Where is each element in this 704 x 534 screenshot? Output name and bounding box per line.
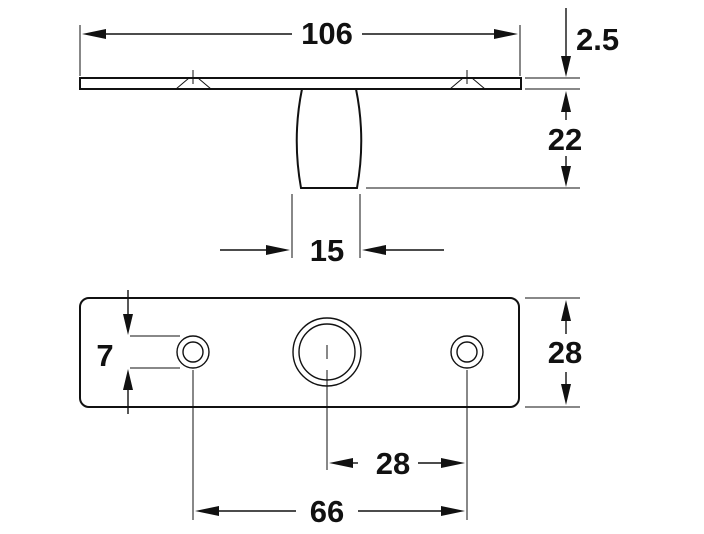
top-view — [79, 297, 520, 408]
side-countersink-right — [449, 70, 486, 90]
dimension-hole-diameter: 7 — [96, 290, 180, 414]
label-hole-spacing: 66 — [310, 494, 344, 529]
label-pivot-diameter: 15 — [310, 233, 344, 268]
dimension-pivot-height: 22 — [366, 91, 582, 189]
screw-hole-left — [176, 335, 210, 369]
side-pivot-pin — [295, 88, 363, 189]
side-view — [79, 70, 522, 189]
dimension-hole-spacing: 66 — [192, 370, 465, 529]
label-center-to-hole: 28 — [376, 446, 410, 481]
dimension-overall-length: 106 — [79, 16, 521, 76]
label-plate-width: 28 — [548, 335, 582, 370]
side-plate — [79, 77, 522, 90]
dimension-plate-width: 28 — [525, 297, 582, 408]
dimension-pivot-diameter: 15 — [220, 194, 444, 268]
label-plate-thickness: 2.5 — [576, 22, 619, 57]
screw-hole-right — [450, 335, 484, 369]
label-pivot-height: 22 — [548, 122, 582, 157]
dimension-center-to-hole: 28 — [326, 370, 468, 520]
side-countersink-left — [175, 70, 212, 90]
label-hole-diameter: 7 — [96, 338, 113, 373]
dimension-plate-thickness: 2.5 — [525, 8, 619, 90]
label-overall-length: 106 — [301, 16, 353, 51]
